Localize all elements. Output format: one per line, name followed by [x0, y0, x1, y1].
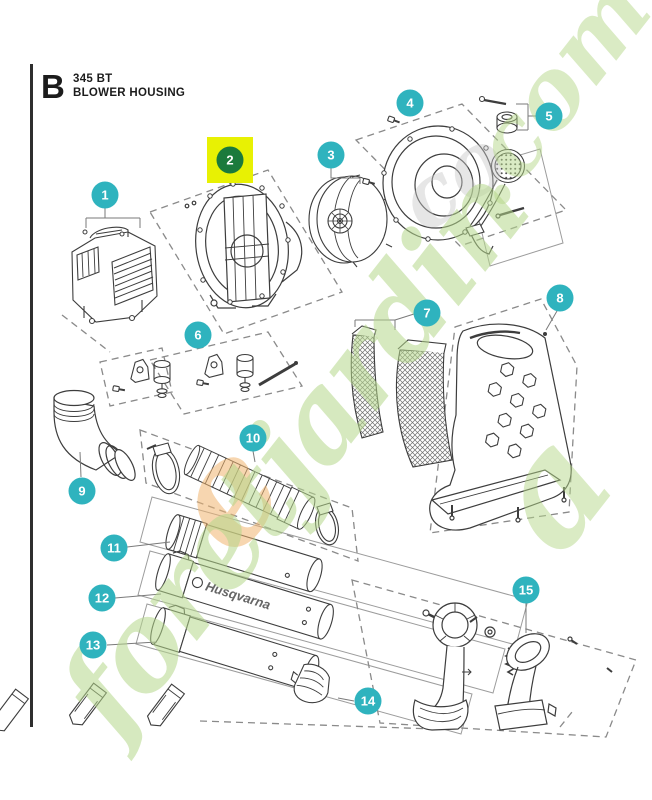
part-blower-housing-half — [184, 181, 303, 309]
model-number: 345 BT — [73, 73, 113, 85]
part-nozzle — [290, 663, 330, 704]
part-inlet-mesh — [350, 325, 453, 468]
callout-7-bracket — [354, 313, 415, 330]
callout-6[interactable]: 6 — [184, 321, 212, 349]
part-engine-cover — [71, 226, 158, 325]
callout-4[interactable]: 4 — [396, 89, 424, 117]
callout-11-leader — [126, 541, 171, 548]
callout-14[interactable]: 14 — [354, 687, 382, 715]
part-hose-clamp-front — [146, 442, 181, 495]
part-flex-hose — [183, 444, 316, 530]
callout-3-bracket — [330, 168, 377, 188]
callout-2[interactable]: 2 — [216, 146, 244, 174]
callout-8[interactable]: 8 — [546, 284, 574, 312]
part-intake-grille — [465, 148, 526, 237]
part-hose-clamp-rear — [314, 502, 340, 546]
callout-14-leader — [337, 697, 355, 702]
part-impeller-fan — [308, 174, 393, 268]
callout-3[interactable]: 3 — [317, 141, 345, 169]
callout-12[interactable]: 12 — [88, 584, 116, 612]
callout-15[interactable]: 15 — [512, 576, 540, 604]
page-title: BLOWER HOUSING — [73, 87, 186, 99]
callout-13[interactable]: 13 — [79, 631, 107, 659]
part-inlet-cap — [478, 95, 518, 134]
callout-1[interactable]: 1 — [91, 181, 119, 209]
callout-9-leader — [79, 451, 82, 478]
callout-5[interactable]: 5 — [535, 102, 563, 130]
part-elbow-tube — [53, 389, 136, 481]
callout-9[interactable]: 9 — [68, 477, 96, 505]
part-flat-wands — [0, 682, 186, 732]
part-backpack-frame — [429, 323, 572, 531]
callout-8-leader — [543, 310, 558, 336]
callout-1-bracket — [82, 208, 141, 237]
callout-13-leader — [106, 641, 158, 646]
section-letter: B — [41, 68, 65, 105]
callout-10-leader — [252, 450, 256, 463]
callout-11[interactable]: 11 — [100, 534, 128, 562]
callout-10[interactable]: 10 — [239, 424, 267, 452]
callout-12-leader — [114, 593, 162, 599]
margin-rule — [30, 64, 33, 727]
part-bellows-tube — [165, 514, 323, 593]
part-upper-pipe: Husqvarna — [155, 550, 334, 640]
callout-5-bracket — [516, 103, 536, 131]
part-damper-kit — [111, 353, 298, 399]
part-handle-assembly — [412, 602, 613, 731]
part-housing-back — [381, 114, 525, 255]
callout-7[interactable]: 7 — [413, 299, 441, 327]
